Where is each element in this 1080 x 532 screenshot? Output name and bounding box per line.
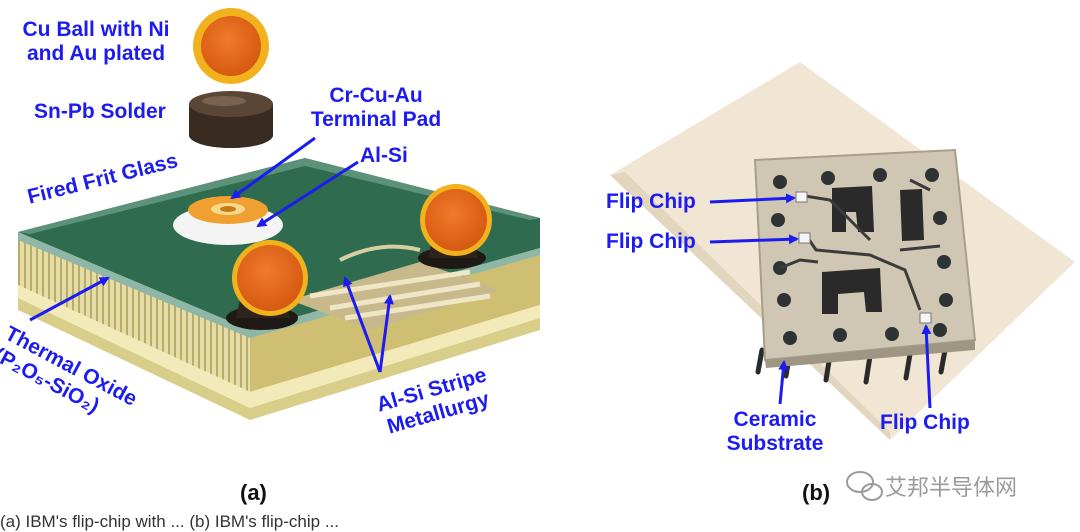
substrate-pads — [771, 168, 953, 345]
arrow-substrate — [778, 360, 789, 405]
terminal-pad-shape — [173, 196, 283, 245]
arrow-thermal-oxide — [29, 276, 110, 322]
watermark-text: 艾邦半导体网 — [885, 476, 1018, 501]
arrow-stripe-1 — [343, 276, 382, 373]
solder-ball-right — [418, 184, 492, 269]
label-ceramic-substrate: Ceramic Substrate — [726, 408, 824, 455]
label-cu-ball: Cu Ball with Ni and Au plated — [22, 18, 170, 65]
arrow-flip-chip-2 — [709, 234, 799, 245]
panel-a-arrows — [29, 136, 394, 373]
label-flip-chip-1: Flip Chip — [606, 190, 696, 213]
solder-ball-left — [226, 240, 308, 330]
panel-b-arrows — [709, 193, 932, 409]
circuit-traces — [779, 178, 941, 311]
label-al-si: Al-Si — [360, 144, 408, 167]
label-flip-chip-3: Flip Chip — [880, 411, 970, 434]
arrow-flip-chip-3 — [921, 324, 932, 409]
arrow-terminal-pad — [230, 136, 316, 200]
label-sn-pb-solder: Sn-Pb Solder — [34, 100, 166, 123]
caption-a: (a) — [240, 480, 267, 505]
arrow-flip-chip-1 — [709, 193, 796, 204]
solder-bump-shape — [189, 91, 273, 148]
panel-a-illustration — [18, 8, 540, 420]
label-terminal-pad: Cr-Cu-Au Terminal Pad — [310, 84, 442, 131]
figure-caption-clipped: (a) IBM's flip-chip with ... (b) IBM's f… — [0, 512, 340, 531]
arrow-stripe-2 — [378, 294, 394, 373]
caption-b: (b) — [802, 480, 831, 505]
flip-chip-1-shape — [795, 191, 808, 203]
arrow-al-si — [256, 160, 359, 228]
flip-chip-3-shape — [919, 312, 932, 324]
resistor-blocks — [822, 186, 924, 314]
label-flip-chip-2: Flip Chip — [606, 230, 696, 253]
panel-b-illustration — [610, 62, 1075, 440]
flip-chip-2-shape — [798, 232, 811, 244]
cu-ball-core — [201, 16, 261, 76]
wechat-icon — [846, 471, 883, 501]
